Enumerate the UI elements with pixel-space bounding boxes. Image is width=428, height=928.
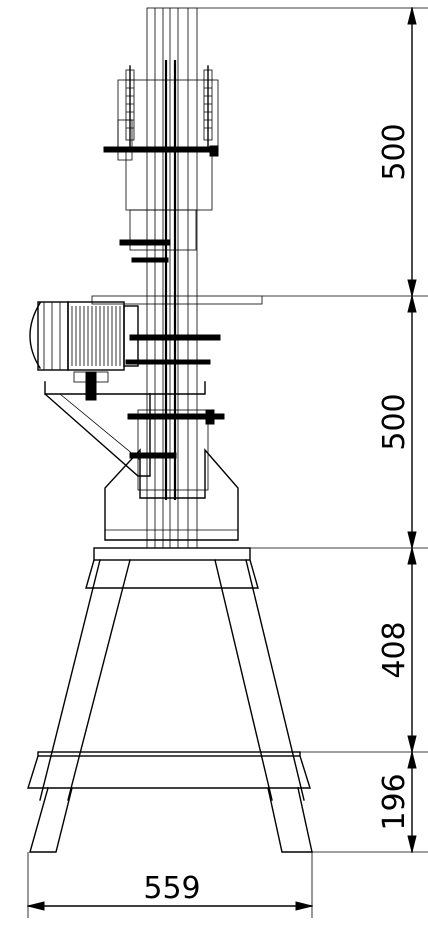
motor: [29, 301, 139, 401]
lower-gear-housing: [137, 409, 209, 491]
support-arm: [44, 295, 263, 477]
column-outer: [146, 7, 198, 549]
stand-top-collar: [85, 559, 259, 589]
left-leg-outer: [39, 559, 101, 801]
cross-brace-top: [37, 751, 301, 757]
motor-flange: [123, 305, 139, 367]
stand: [27, 547, 313, 853]
support-plate: [91, 295, 263, 305]
right-leg-outer: [245, 559, 305, 801]
dim-label-lower-column: 500: [377, 393, 412, 450]
base-housing: [104, 448, 239, 541]
mid-block: [129, 209, 197, 251]
dim-label-stand-lower: 196: [377, 773, 412, 830]
dim-label-base-width: 559: [143, 871, 200, 906]
dimension-lines: [27, 7, 428, 918]
tension-springs: [125, 65, 213, 151]
bracket-gusset: [44, 393, 151, 477]
shafts: [103, 145, 225, 459]
cross-brace: [27, 755, 311, 789]
left-leg-inner: [67, 559, 131, 801]
column: [104, 7, 239, 549]
right-foot: [267, 787, 313, 853]
upper-carriage: [117, 79, 219, 151]
dim-label-upper-column: 500: [377, 123, 412, 180]
stand-top-plate: [93, 547, 251, 561]
right-leg-inner: [214, 559, 273, 801]
left-foot: [29, 787, 73, 853]
dim-label-stand-upper: 408: [377, 621, 412, 678]
upper-carriage-lower: [125, 149, 213, 211]
motor-end-cap: [29, 302, 41, 369]
motor-bracket: [44, 381, 206, 395]
